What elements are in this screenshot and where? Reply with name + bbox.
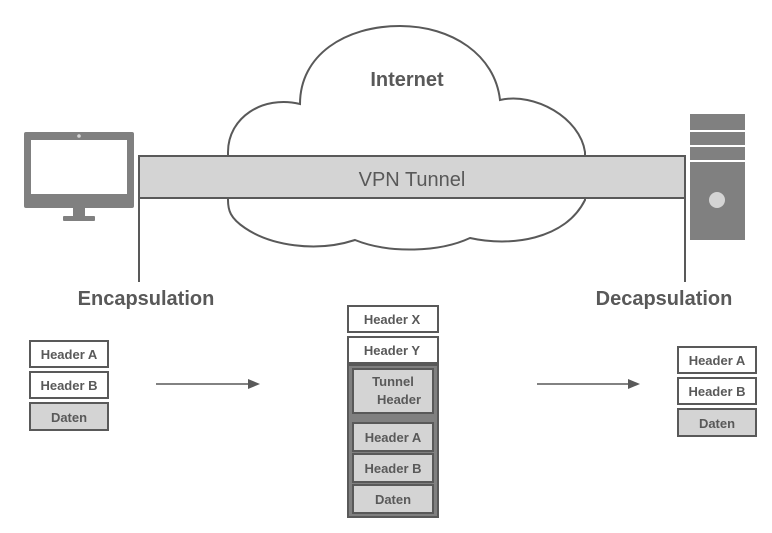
vpn-tunnel-label: VPN Tunnel [359, 169, 466, 191]
header-y: Header Y [364, 343, 420, 358]
tunnel-header-line1: Tunnel [372, 374, 414, 389]
encapsulated-packet: Header X Header Y Tunnel Header Header A… [347, 305, 439, 518]
middle-daten: Daten [375, 492, 411, 507]
original-packet-left: Header A Header B Daten [29, 340, 109, 431]
arrow-right-icon [537, 379, 640, 389]
middle-header-b: Header B [364, 461, 421, 476]
decapsulation-title: Decapsulation [596, 288, 733, 310]
right-header-b: Header B [688, 384, 745, 399]
internet-label: Internet [370, 69, 444, 91]
right-header-a: Header A [689, 353, 746, 368]
cloud-icon [227, 24, 586, 251]
arrow-right-icon [156, 379, 260, 389]
server-tower-icon [690, 114, 745, 240]
left-header-b: Header B [40, 378, 97, 393]
desktop-monitor-icon [24, 132, 134, 221]
tunnel-header-line2: Header [377, 392, 421, 407]
vpn-tunnel-bar [138, 155, 686, 199]
middle-header-a: Header A [365, 430, 422, 445]
original-packet-right: Header A Header B Daten [677, 346, 757, 437]
left-header-a: Header A [41, 347, 98, 362]
right-daten: Daten [699, 416, 735, 431]
encapsulation-title: Encapsulation [78, 288, 215, 310]
header-x: Header X [364, 312, 421, 327]
left-daten: Daten [51, 410, 87, 425]
